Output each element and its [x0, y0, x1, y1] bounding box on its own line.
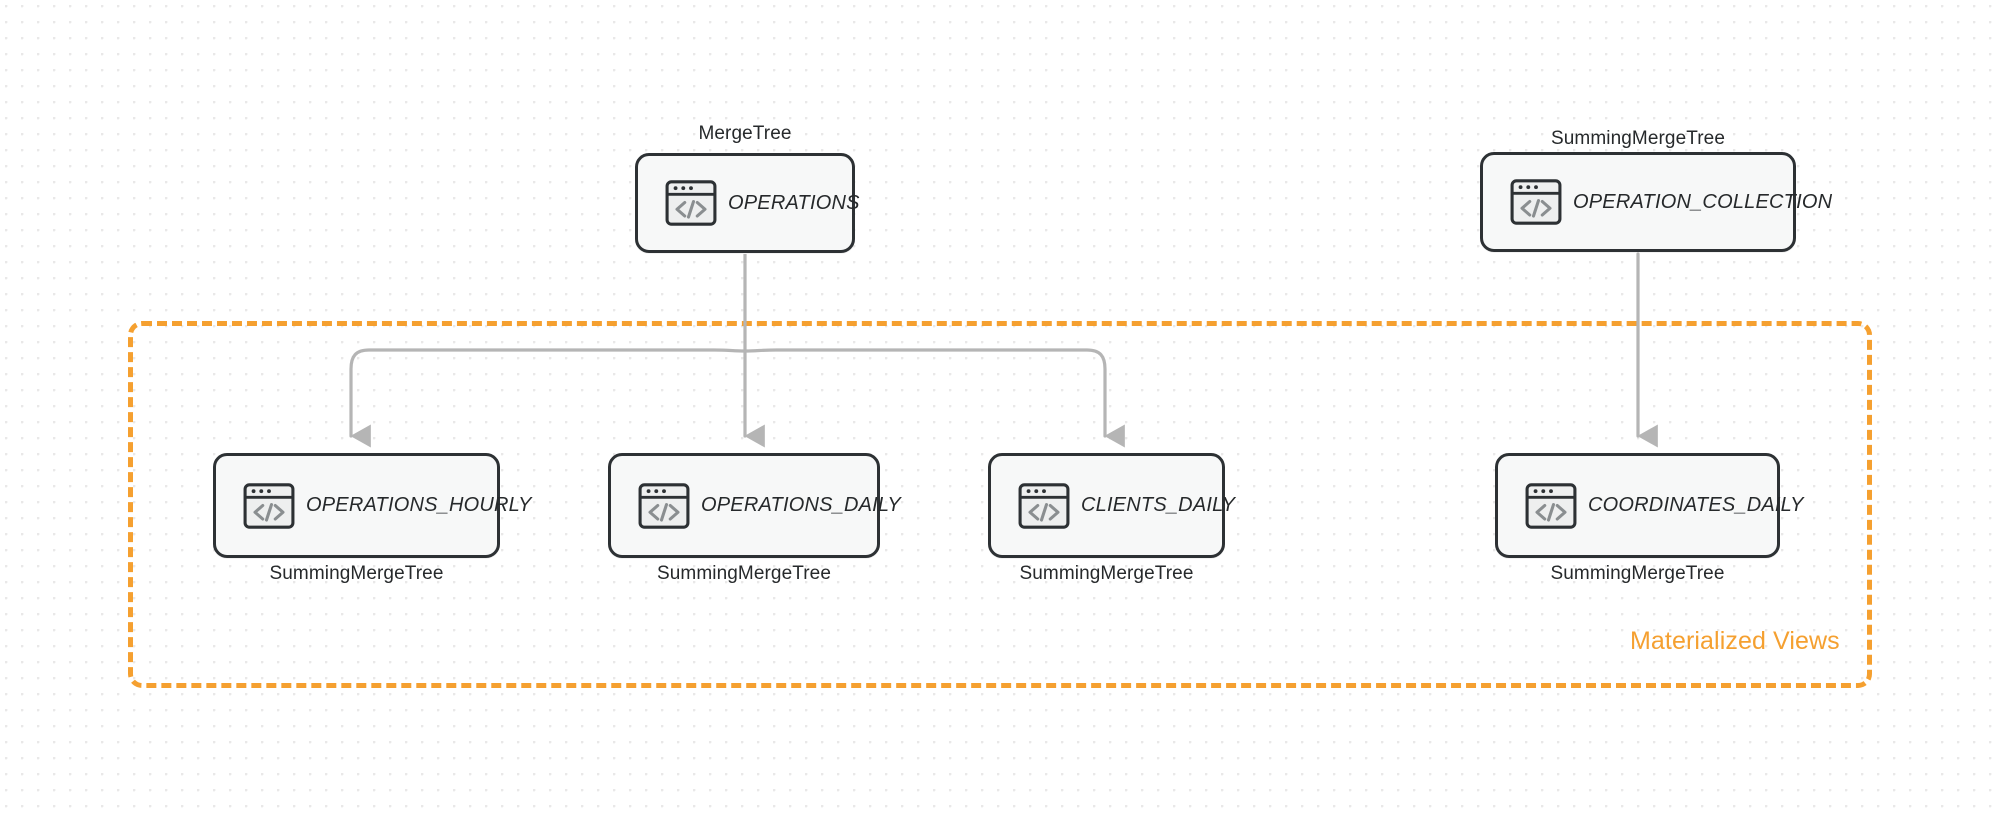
engine-caption-operations-daily: SummingMergeTree	[656, 563, 832, 584]
engine-caption-operation-collection: SummingMergeTree	[1550, 128, 1726, 149]
code-window-icon	[1525, 482, 1577, 529]
engine-caption-coordinates-daily: SummingMergeTree	[1550, 563, 1725, 584]
node-operations-hourly[interactable]: OPERATIONS_HOURLY	[213, 453, 531, 558]
code-window-icon	[1018, 482, 1070, 529]
engine-caption-operations: MergeTree	[698, 123, 792, 144]
node-operations[interactable]: OPERATIONS	[635, 153, 859, 253]
node-label-operation-collection: OPERATION_COLLECTION	[1573, 190, 1833, 213]
node-label-operations: OPERATIONS	[728, 191, 860, 214]
code-window-icon	[638, 482, 690, 529]
node-clients-daily[interactable]: CLIENTS_DAILY	[988, 453, 1235, 558]
node-operation-collection[interactable]: OPERATION_COLLECTION	[1480, 152, 1832, 252]
node-label-clients-daily: CLIENTS_DAILY	[1081, 494, 1236, 516]
node-label-coordinates-daily: COORDINATES_DAILY	[1588, 494, 1804, 516]
node-label-operations-daily: OPERATIONS_DAILY	[701, 494, 901, 516]
engine-caption-operations-hourly: SummingMergeTree	[269, 563, 444, 584]
code-window-icon	[1510, 179, 1562, 225]
node-operations-daily[interactable]: OPERATIONS_DAILY	[608, 453, 901, 558]
materialized-views-group	[128, 321, 1872, 688]
code-window-icon	[665, 180, 717, 226]
materialized-views-group-label: Materialized Views	[1630, 627, 1840, 655]
node-label-operations-hourly: OPERATIONS_HOURLY	[306, 494, 532, 516]
code-window-icon	[243, 482, 295, 529]
node-coordinates-daily[interactable]: COORDINATES_DAILY	[1495, 453, 1803, 558]
engine-caption-clients-daily: SummingMergeTree	[1019, 563, 1194, 584]
